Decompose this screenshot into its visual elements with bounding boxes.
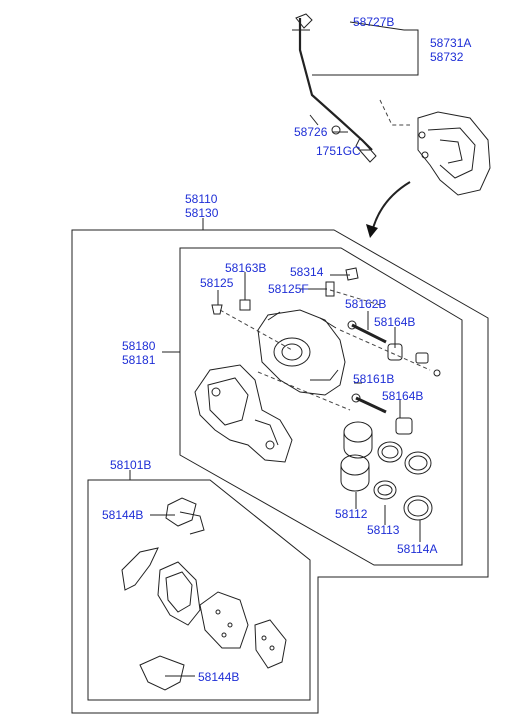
label-58144b-top[interactable]: 58144B — [102, 508, 144, 522]
label-58161b[interactable]: 58161B — [353, 372, 395, 386]
guide-rod-lower — [355, 396, 387, 414]
piston-upper — [343, 421, 373, 443]
label-58112[interactable]: 58112 — [335, 507, 368, 521]
label-58180[interactable]: 58180 — [122, 339, 156, 353]
caliper-body-outline — [179, 247, 463, 566]
pad-clip-upper — [165, 497, 197, 527]
label-58101b[interactable]: 58101B — [110, 458, 152, 472]
brake-pad-inner — [157, 561, 201, 626]
label-58125[interactable]: 58125 — [200, 276, 234, 290]
label-58162b[interactable]: 58162B — [345, 297, 387, 311]
label-58113[interactable]: 58113 — [367, 523, 400, 537]
label-58164b-lower[interactable]: 58164B — [382, 389, 424, 403]
leader-58727b — [349, 21, 405, 31]
label-58164b-upper[interactable]: 58164B — [374, 315, 416, 329]
label-58726[interactable]: 58726 — [294, 125, 328, 139]
pad-clip-lower — [139, 655, 185, 691]
leader-58731 — [312, 29, 419, 76]
label-58114a[interactable]: 58114A — [397, 542, 438, 556]
label-58163b[interactable]: 58163B — [225, 261, 267, 275]
caliper-body — [257, 309, 346, 396]
pad-kit-outline — [87, 479, 311, 701]
brake-pad-outer — [199, 591, 249, 649]
caliper-reference — [417, 111, 491, 196]
assembly-arrow — [371, 181, 411, 233]
label-58731a[interactable]: 58731A — [430, 36, 472, 50]
label-58130[interactable]: 58130 — [185, 206, 219, 220]
caliper-assembly-outline — [71, 229, 489, 714]
label-58314[interactable]: 58314 — [290, 265, 324, 279]
label-58727b[interactable]: 58727B — [353, 15, 395, 29]
caliper-carrier — [194, 364, 293, 463]
label-58144b-bottom[interactable]: 58144B — [198, 670, 240, 684]
label-58732[interactable]: 58732 — [430, 50, 464, 64]
label-1751gc[interactable]: 1751GC — [316, 144, 361, 158]
guide-rod-upper — [351, 323, 387, 344]
label-58125f[interactable]: 58125F — [268, 282, 309, 296]
pad-shim — [254, 619, 287, 669]
label-58181[interactable]: 58181 — [122, 353, 156, 367]
label-58110[interactable]: 58110 — [185, 192, 218, 206]
